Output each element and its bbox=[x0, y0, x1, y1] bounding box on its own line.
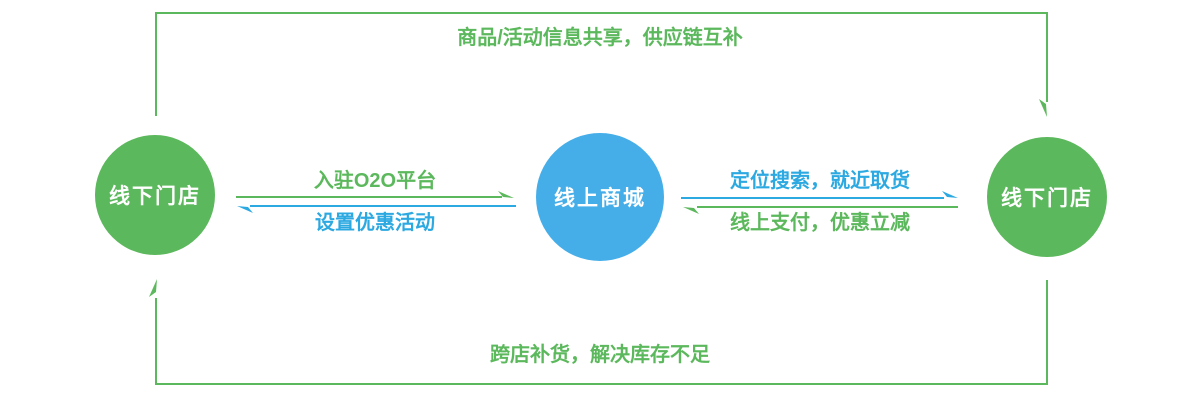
bottom-loop-label: 跨店补货，解决库存不足 bbox=[490, 344, 710, 366]
top-loop-arrowhead-down-icon bbox=[1039, 99, 1047, 117]
center-to-right-arrowhead-right-icon bbox=[942, 191, 958, 198]
online-mall-node: 线上商城 bbox=[536, 133, 664, 261]
right-to-center-arrowhead-left-icon bbox=[683, 207, 699, 214]
center-to-left-arrowhead-left-icon bbox=[237, 206, 253, 213]
join-o2o-platform-label: 入驻O2O平台 bbox=[313, 170, 437, 192]
bottom-loop-line bbox=[155, 280, 1048, 385]
offline-store-right-label: 线下门店 bbox=[1001, 187, 1093, 210]
offline-store-left-node: 线下门店 bbox=[95, 135, 215, 255]
locate-search-pickup-label: 定位搜索，就近取货 bbox=[730, 170, 910, 192]
offline-store-left-label: 线下门店 bbox=[109, 185, 201, 208]
online-mall-label: 线上商城 bbox=[554, 187, 646, 210]
left-to-center-arrowhead-right-icon bbox=[498, 191, 514, 198]
set-promotions-label: 设置优惠活动 bbox=[315, 212, 435, 234]
online-pay-discount-label: 线上支付，优惠立减 bbox=[730, 212, 910, 234]
bottom-loop-arrowhead-up-icon bbox=[149, 279, 157, 297]
top-loop-label: 商品/活动信息共享，供应链互补 bbox=[457, 27, 743, 49]
offline-store-right-node: 线下门店 bbox=[987, 137, 1107, 257]
top-loop-line bbox=[155, 12, 1048, 116]
